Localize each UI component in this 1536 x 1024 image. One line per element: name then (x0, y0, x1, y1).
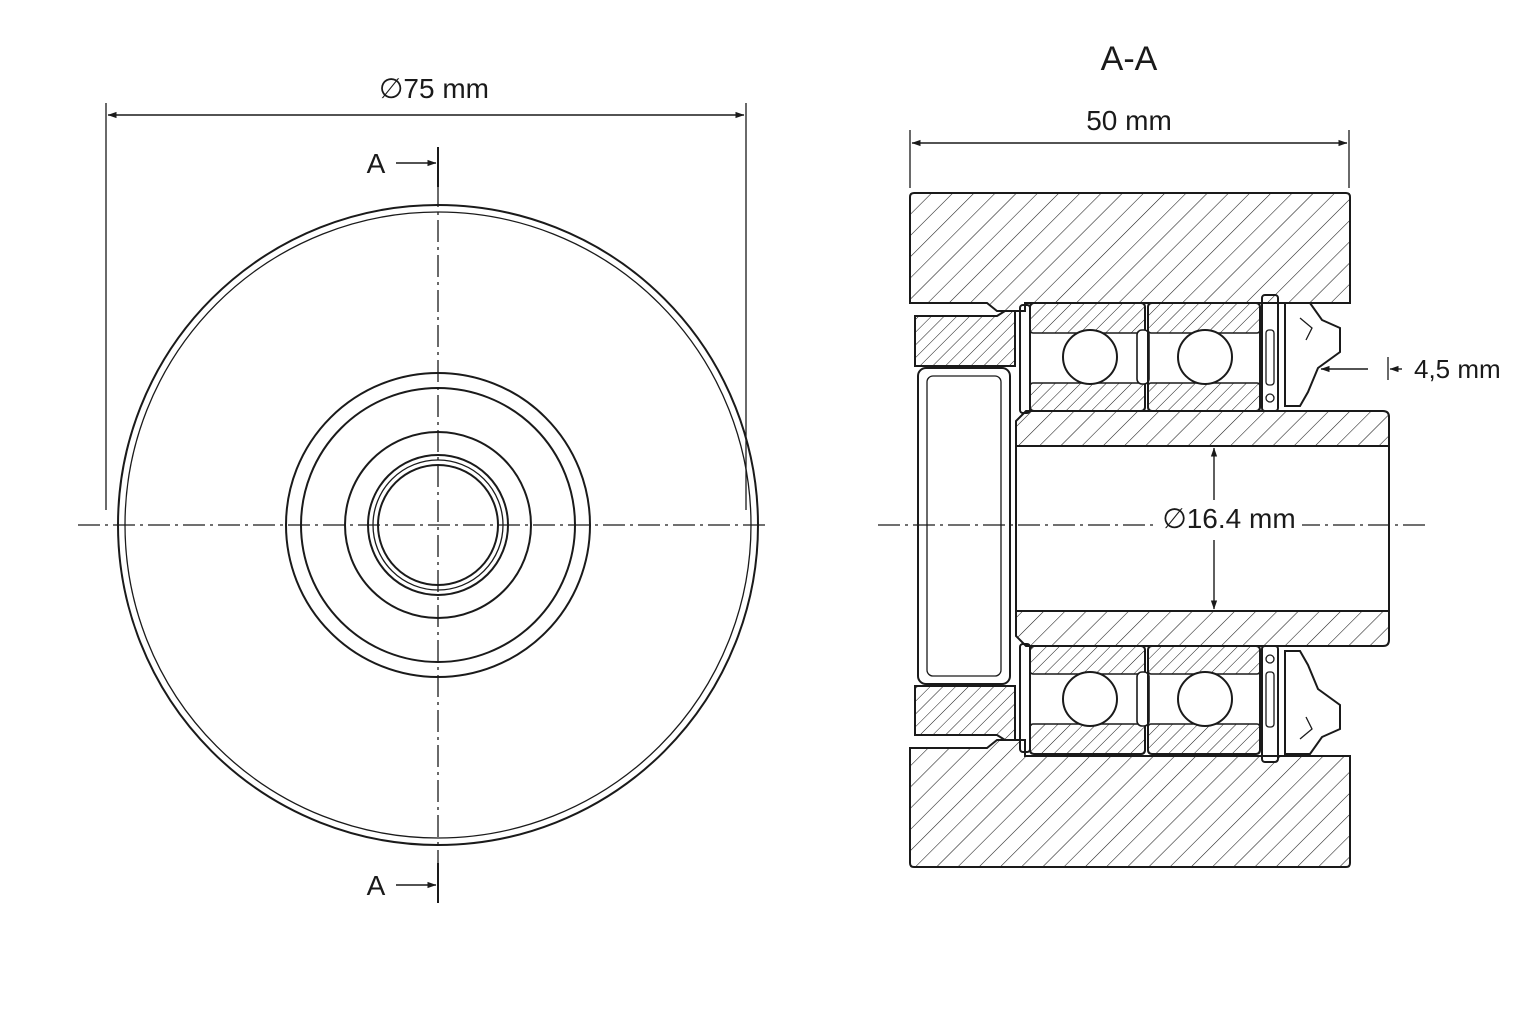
section-mark-top: A (367, 148, 386, 179)
rim-inner-circle (124, 211, 752, 839)
circlip-hole-bottom (1265, 654, 1275, 664)
wheel-body-bottom (909, 739, 1351, 868)
bearing-4-ball (1177, 671, 1233, 727)
bearing-2-ball (1177, 329, 1233, 385)
hub-flange-top (914, 310, 1016, 367)
section-title: A-A (1101, 40, 1158, 78)
axle-bottom-wall (1015, 610, 1390, 647)
width-label: 50 mm (1086, 105, 1172, 136)
section-mark-bottom: A (367, 870, 386, 901)
end-cap-lip-bottom (1299, 716, 1313, 740)
bearing-1-inner-race (1029, 382, 1146, 412)
bore-outer-circle (367, 454, 509, 596)
bearing-1-ball (1062, 329, 1118, 385)
retaining-ring-right-top (1261, 294, 1279, 412)
bore-label-background (1158, 502, 1302, 538)
end-cap-bottom (1284, 650, 1341, 755)
front-view: ∅75 mm A A (78, 73, 768, 903)
retaining-ring-right-bottom (1261, 645, 1279, 763)
seal-ring-outer (917, 367, 1011, 685)
bearing-circle (344, 431, 532, 619)
bearing-4-inner-race (1147, 645, 1261, 675)
bearing-3-ball (1062, 671, 1118, 727)
retaining-ring-left-bottom (1019, 643, 1031, 753)
seal-ring-inner (926, 375, 1002, 677)
bearing-2-frame (1147, 302, 1261, 412)
bore-inner-circle (377, 464, 499, 586)
bearing-4-frame (1147, 645, 1261, 755)
end-cap-lip-top (1299, 317, 1313, 341)
diameter-label: ∅75 mm (379, 73, 489, 104)
groove-label: 4,5 mm (1414, 354, 1501, 384)
bearing-3-inner-race (1029, 645, 1146, 675)
bearing-2-outer-race (1147, 302, 1261, 334)
circlip-bottom (1265, 671, 1275, 728)
wheel-body-top (909, 192, 1351, 312)
bearing-3-outer-race (1029, 723, 1146, 755)
bore-mid-circle (372, 459, 504, 591)
end-cap-top (1284, 302, 1341, 407)
outer-rim-circle (117, 204, 759, 846)
section-view: A-A 50 mm (878, 40, 1501, 868)
retaining-ring-left-top (1019, 304, 1031, 414)
axle-top-wall (1015, 410, 1390, 447)
hub-step-circle (300, 387, 576, 663)
bearing-1-outer-race (1029, 302, 1146, 334)
circlip-top (1265, 329, 1275, 386)
bearing-pair-bottom (1019, 643, 1341, 763)
bearing-2-inner-race (1147, 382, 1261, 412)
hub-flange-bottom (914, 685, 1016, 741)
bore-label: ∅16.4 mm (1162, 503, 1295, 534)
circlip-hole-top (1265, 393, 1275, 403)
bearing-4-outer-race (1147, 723, 1261, 755)
hub-outer-circle (285, 372, 591, 678)
bearing-pair-top (1019, 294, 1341, 414)
